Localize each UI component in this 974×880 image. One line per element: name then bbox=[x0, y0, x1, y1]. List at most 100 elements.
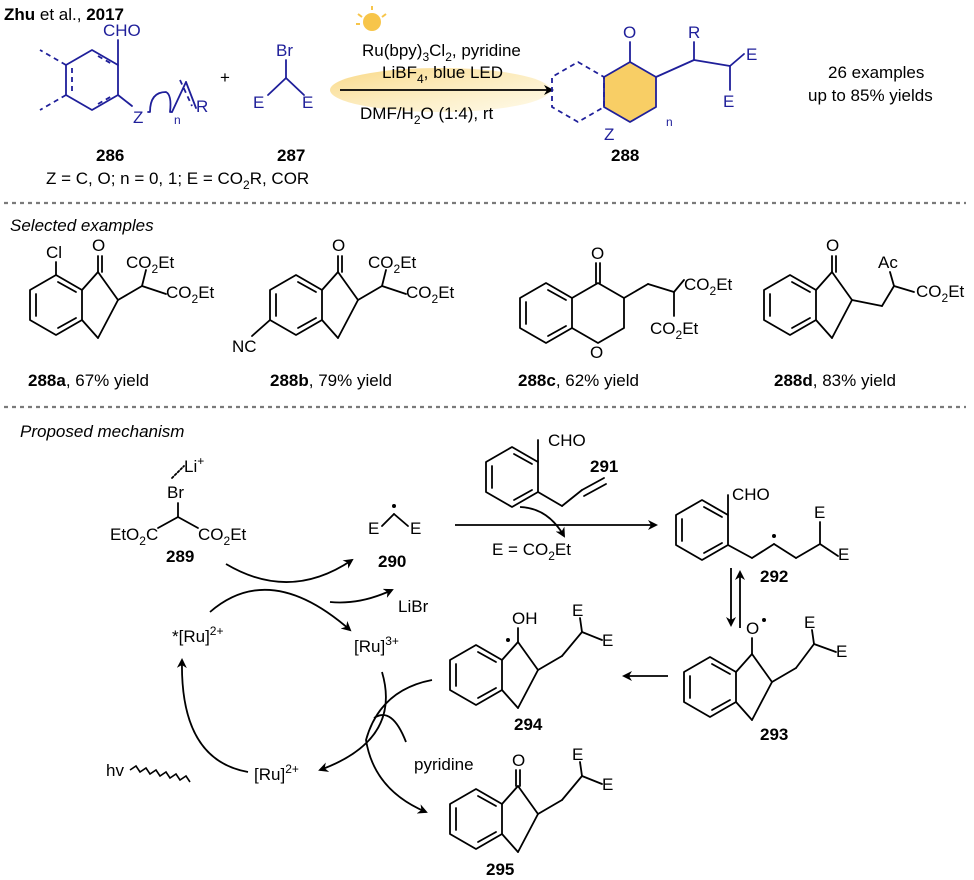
svg-text:CO2Et: CO2Et bbox=[684, 275, 733, 298]
svg-text:E: E bbox=[572, 601, 583, 620]
conditions-line-2: LiBF4, blue LED bbox=[382, 63, 503, 86]
compound-288d: O Ac CO2Et bbox=[763, 236, 965, 339]
arrow-to-295 bbox=[365, 679, 433, 814]
svg-text:E: E bbox=[572, 745, 583, 764]
svg-text:O: O bbox=[590, 343, 603, 362]
libr-label: LiBr bbox=[398, 597, 429, 616]
compound-288: O Z n R E E 288 bbox=[551, 23, 757, 165]
svg-text:O: O bbox=[92, 236, 105, 255]
svg-text:O: O bbox=[826, 236, 839, 255]
compound-292: CHO E E 292 bbox=[675, 485, 849, 586]
compound-286: CHO Z n R 286 bbox=[39, 21, 208, 165]
compound-293: O E E 293 bbox=[683, 613, 847, 744]
svg-text:O: O bbox=[746, 619, 759, 638]
svg-text:O: O bbox=[512, 751, 525, 770]
svg-text:289: 289 bbox=[166, 547, 194, 566]
svg-text:293: 293 bbox=[760, 725, 788, 744]
compound-288a: Cl O CO2Et CO2Et bbox=[29, 236, 215, 339]
svg-text:Br: Br bbox=[167, 483, 184, 502]
example-caption-288a: 288a, 67% yield bbox=[28, 371, 149, 390]
light-wave-icon bbox=[129, 764, 191, 783]
arrow-to-ru-star bbox=[176, 658, 249, 773]
svg-text:CO2Et: CO2Et bbox=[650, 319, 699, 342]
compound-label-286: 286 bbox=[96, 146, 124, 165]
svg-text:R: R bbox=[688, 23, 700, 42]
svg-text:EtO2C: EtO2C bbox=[110, 525, 158, 548]
conditions-line-1: Ru(bpy)3Cl2, pyridine bbox=[362, 41, 521, 64]
svg-text:E: E bbox=[814, 503, 825, 522]
conditions-line-3: DMF/H2O (1:4), rt bbox=[360, 104, 494, 127]
compound-294: OH E E 294 bbox=[449, 601, 613, 734]
svg-text:O: O bbox=[623, 23, 636, 42]
definitions: Z = C, O; n = 0, 1; E = CO2R, COR bbox=[46, 169, 309, 192]
examples-title: Selected examples bbox=[10, 216, 154, 235]
example-caption-288b: 288b, 79% yield bbox=[270, 371, 392, 390]
svg-text:NC: NC bbox=[232, 337, 257, 356]
svg-text:294: 294 bbox=[514, 715, 543, 734]
svg-text:n: n bbox=[666, 115, 673, 129]
svg-text:CO2Et: CO2Et bbox=[126, 253, 175, 276]
svg-text:CO2Et: CO2Et bbox=[198, 525, 247, 548]
svg-text:290: 290 bbox=[378, 552, 406, 571]
compound-290: E E 290 bbox=[368, 504, 421, 571]
svg-text:E: E bbox=[368, 519, 379, 538]
svg-text:E: E bbox=[723, 92, 734, 111]
cho-label: CHO bbox=[103, 21, 141, 40]
arrow-to-290 bbox=[225, 558, 354, 583]
svg-text:CHO: CHO bbox=[548, 431, 586, 450]
arrow-to-libr bbox=[329, 588, 394, 604]
ru-star-label: *[Ru]2+ bbox=[172, 624, 223, 646]
svg-text:291: 291 bbox=[590, 457, 618, 476]
compound-label-287: 287 bbox=[277, 146, 305, 165]
svg-text:E: E bbox=[302, 93, 313, 112]
summary-line-2: up to 85% yields bbox=[808, 86, 933, 105]
svg-text:CO2Et: CO2Et bbox=[916, 282, 965, 305]
summary-line-1: 26 examples bbox=[828, 63, 924, 82]
ru2-label: [Ru]2+ bbox=[254, 762, 299, 784]
svg-text:Ac: Ac bbox=[878, 253, 898, 272]
svg-text:Br: Br bbox=[276, 41, 293, 60]
svg-text:O: O bbox=[332, 236, 345, 255]
svg-text:CO2Et: CO2Et bbox=[368, 253, 417, 276]
svg-text:E: E bbox=[804, 613, 815, 632]
svg-text:O: O bbox=[591, 244, 604, 263]
example-caption-288c: 288c, 62% yield bbox=[518, 371, 639, 390]
svg-text:E: E bbox=[838, 545, 849, 564]
svg-text:292: 292 bbox=[760, 567, 788, 586]
mechanism-title: Proposed mechanism bbox=[20, 422, 184, 441]
svg-text:E: E bbox=[410, 519, 421, 538]
svg-text:E: E bbox=[746, 45, 757, 64]
svg-text:E: E bbox=[836, 642, 847, 661]
svg-text:CO2Et: CO2Et bbox=[166, 283, 215, 306]
example-caption-288d: 288d, 83% yield bbox=[774, 371, 896, 390]
compound-287: Br E E 287 bbox=[253, 41, 313, 165]
compound-288b: NC O CO2Et CO2Et bbox=[232, 236, 455, 356]
ru3-label: [Ru]3+ bbox=[354, 634, 399, 656]
compound-295: O E E 295 bbox=[449, 745, 613, 879]
svg-text:Z: Z bbox=[604, 125, 614, 144]
pyridine-arrow bbox=[373, 714, 407, 743]
e-definition: E = CO2Et bbox=[492, 540, 571, 563]
arrow-to-ru3 bbox=[209, 588, 352, 632]
citation: Zhu et al., 2017 bbox=[4, 5, 124, 24]
svg-text:n: n bbox=[174, 113, 181, 127]
compound-288c: O O CO2Et CO2Et bbox=[519, 244, 733, 362]
plus-sign: + bbox=[220, 68, 230, 87]
z-label: Z bbox=[133, 108, 143, 127]
svg-text:CHO: CHO bbox=[732, 485, 770, 504]
hv-label: hv bbox=[106, 761, 124, 780]
sun-icon bbox=[356, 6, 387, 31]
svg-text:OH: OH bbox=[512, 609, 538, 628]
pyridine-label: pyridine bbox=[414, 755, 474, 774]
r-label: R bbox=[196, 97, 208, 116]
svg-text:295: 295 bbox=[486, 860, 514, 879]
svg-text:E: E bbox=[602, 631, 613, 650]
compound-289: Li+ Br EtO2C CO2Et 289 bbox=[110, 454, 247, 566]
compound-291: CHO 291 bbox=[485, 431, 618, 508]
svg-text:E: E bbox=[602, 775, 613, 794]
svg-text:Cl: Cl bbox=[46, 243, 62, 262]
svg-text:E: E bbox=[253, 93, 264, 112]
arrow-to-ru2 bbox=[318, 671, 387, 772]
svg-text:CO2Et: CO2Et bbox=[406, 283, 455, 306]
